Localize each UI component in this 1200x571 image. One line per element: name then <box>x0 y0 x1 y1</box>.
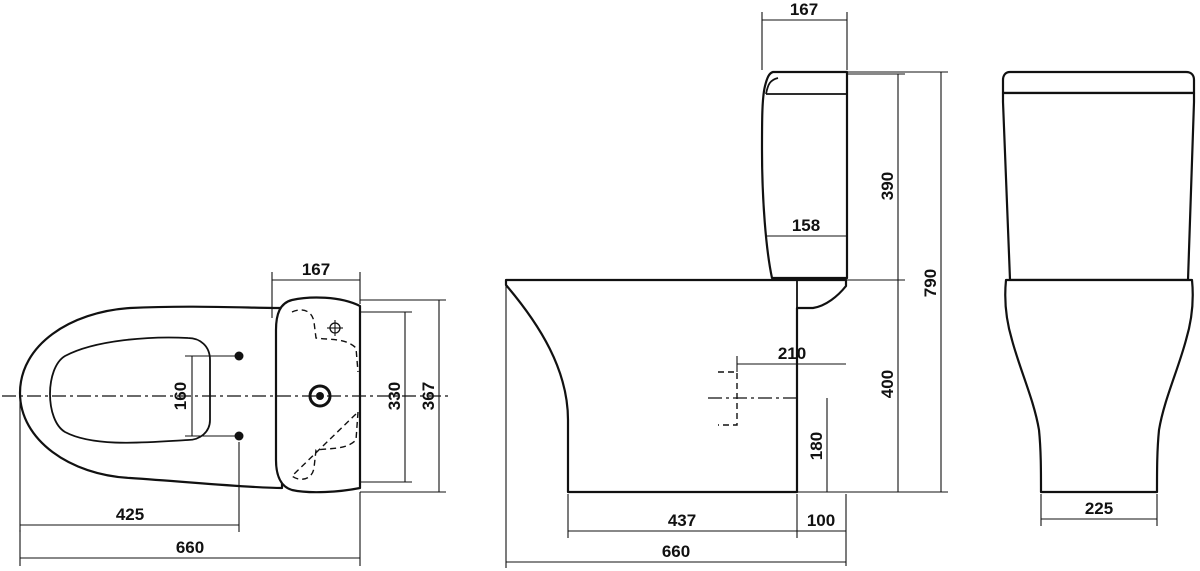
front-view-pan <box>1004 278 1194 494</box>
top-dim-660-label: 660 <box>176 538 204 557</box>
side-dim-390-label: 390 <box>878 172 897 200</box>
top-view-seat-fixing-top <box>234 351 244 361</box>
side-dim-660-label: 660 <box>662 542 690 561</box>
side-dim-167-label: 167 <box>790 0 818 19</box>
side-dim-790-label: 790 <box>921 269 940 297</box>
top-view-seat-opening <box>49 336 211 444</box>
side-view-lid-edge <box>765 77 779 95</box>
top-dim-167-label: 167 <box>302 260 330 279</box>
top-view-tank-inner-dashed <box>290 309 359 480</box>
top-dim-425-label: 425 <box>116 505 144 524</box>
front-view-tank <box>1001 91 1196 282</box>
top-dim-160-label: 160 <box>171 382 190 410</box>
side-view-bowl-outline <box>504 278 848 494</box>
front-view: 225 <box>1001 70 1196 526</box>
top-dim-367-label: 367 <box>419 382 438 410</box>
top-dim-330-label: 330 <box>385 382 404 410</box>
side-dim-210-label: 210 <box>778 344 806 363</box>
side-dim-400-label: 400 <box>878 370 897 398</box>
side-dim-437-label: 437 <box>668 511 696 530</box>
side-dim-158-label: 158 <box>792 216 820 235</box>
side-view-tank-outline <box>760 70 849 280</box>
top-view-bowl-outline <box>18 305 284 490</box>
front-dim-225-label: 225 <box>1085 499 1113 518</box>
top-view-seat-fixing-bottom <box>234 431 244 441</box>
top-view: 167 160 330 367 425 660 <box>2 260 450 566</box>
side-view: 167 158 390 400 790 210 180 437 100 <box>504 0 948 568</box>
front-view-lid <box>1001 70 1196 95</box>
side-dim-100-label: 100 <box>807 511 835 530</box>
side-dim-180-label: 180 <box>807 432 826 460</box>
